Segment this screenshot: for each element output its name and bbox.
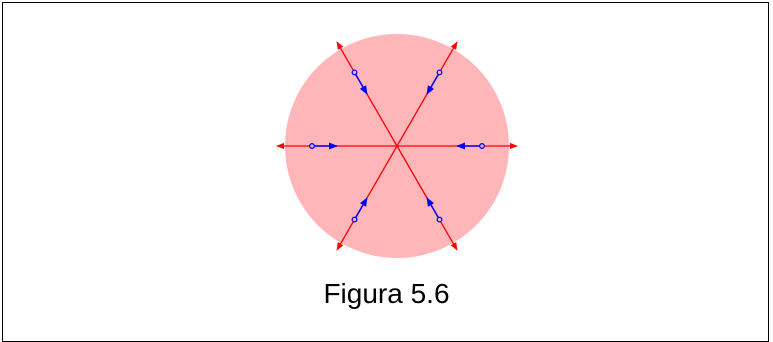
sample-point-right xyxy=(479,143,485,149)
radial-field-diagram xyxy=(276,34,518,258)
inward-arrow-upper-right xyxy=(426,72,441,95)
inward-arrow-upper-left xyxy=(353,72,368,95)
inward-arrow-lower-left xyxy=(353,197,368,220)
inward-arrows xyxy=(312,72,482,220)
sample-point-upper-right xyxy=(436,69,443,76)
sample-point-left xyxy=(309,143,315,149)
inward-arrow-lower-right xyxy=(426,197,441,220)
sample-point-lower-left xyxy=(351,216,358,223)
sample-point-upper-left xyxy=(351,69,358,76)
figure-caption: Figura 5.6 xyxy=(323,278,450,309)
sample-point-lower-right xyxy=(436,216,443,223)
sample-points xyxy=(309,69,485,223)
